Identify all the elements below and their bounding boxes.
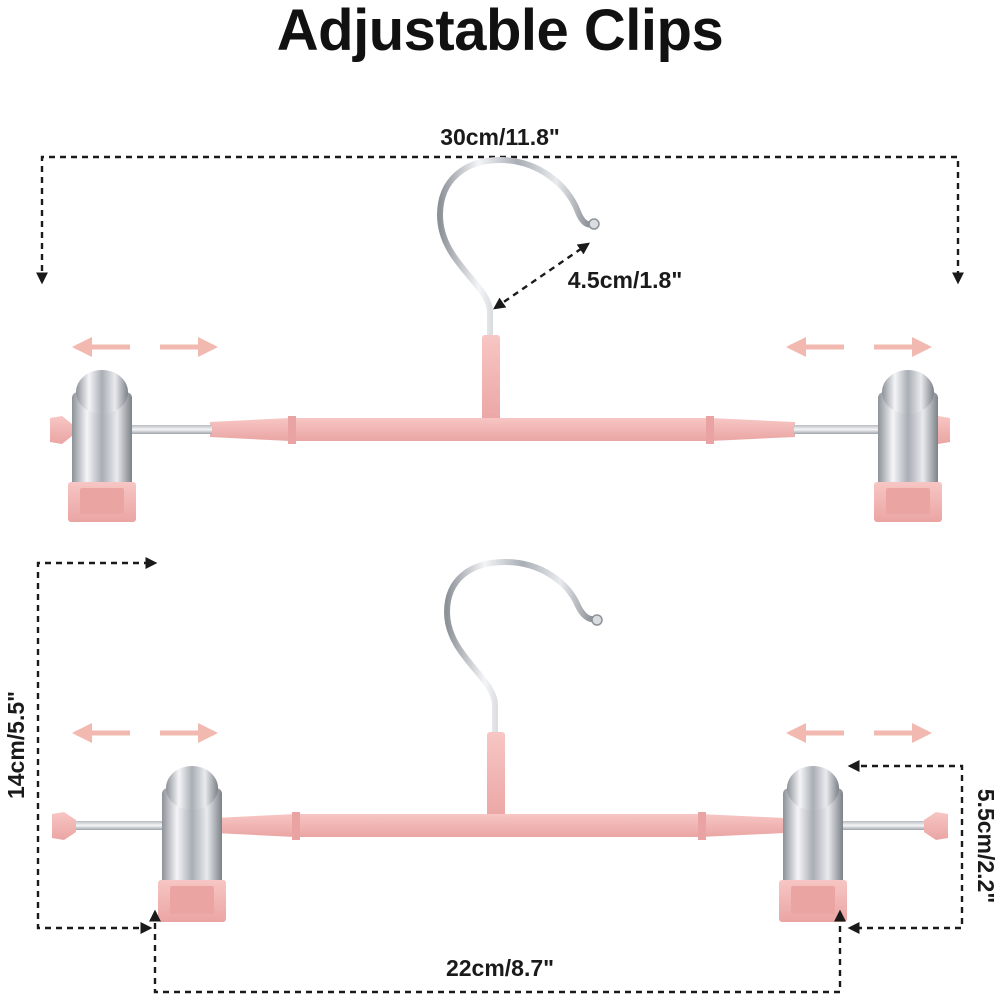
bottom-hook bbox=[443, 558, 601, 738]
top-end-cap-left bbox=[50, 416, 72, 444]
bottom-end-cap-left bbox=[52, 812, 76, 840]
bottom-end-cap-right bbox=[924, 812, 948, 840]
top-bar-collar-right bbox=[706, 416, 714, 444]
clip-height-dimension-line bbox=[847, 760, 964, 934]
bottom-clip-right bbox=[779, 766, 847, 922]
top-hanger bbox=[50, 156, 950, 522]
page-title: Adjustable Clips bbox=[276, 0, 724, 63]
top-bar-collar-left bbox=[288, 416, 296, 444]
clip-height-label: 5.5cm/2.2" bbox=[973, 789, 999, 903]
bottom-clip-left bbox=[158, 766, 226, 922]
hook-gap-dimension-line bbox=[493, 242, 590, 310]
top-hook-tip bbox=[588, 218, 600, 230]
bottom-bar bbox=[215, 814, 785, 837]
bottom-bar-collar-left bbox=[292, 812, 300, 840]
bottom-bar-collar-right bbox=[698, 812, 706, 840]
hook-gap-label: 4.5cm/1.8" bbox=[568, 267, 682, 293]
bottom-hook-tip bbox=[591, 614, 603, 626]
top-clip-right bbox=[874, 370, 942, 522]
top-hook bbox=[436, 156, 598, 341]
total-width-label: 30cm/11.8" bbox=[440, 124, 560, 150]
bottom-hanger bbox=[52, 558, 948, 922]
clip-span-dimension-line bbox=[149, 909, 846, 994]
top-clip-left bbox=[68, 370, 136, 522]
height-dimension-line bbox=[36, 557, 158, 934]
bottom-neck bbox=[487, 732, 505, 822]
top-neck bbox=[482, 335, 500, 425]
top-bar bbox=[210, 418, 795, 441]
top-rod-right bbox=[794, 425, 894, 434]
height-label: 14cm/5.5" bbox=[3, 691, 29, 799]
top-rod-left bbox=[110, 425, 212, 434]
clip-span-label: 22cm/8.7" bbox=[446, 955, 554, 981]
total-width-dimension-line bbox=[36, 155, 964, 285]
